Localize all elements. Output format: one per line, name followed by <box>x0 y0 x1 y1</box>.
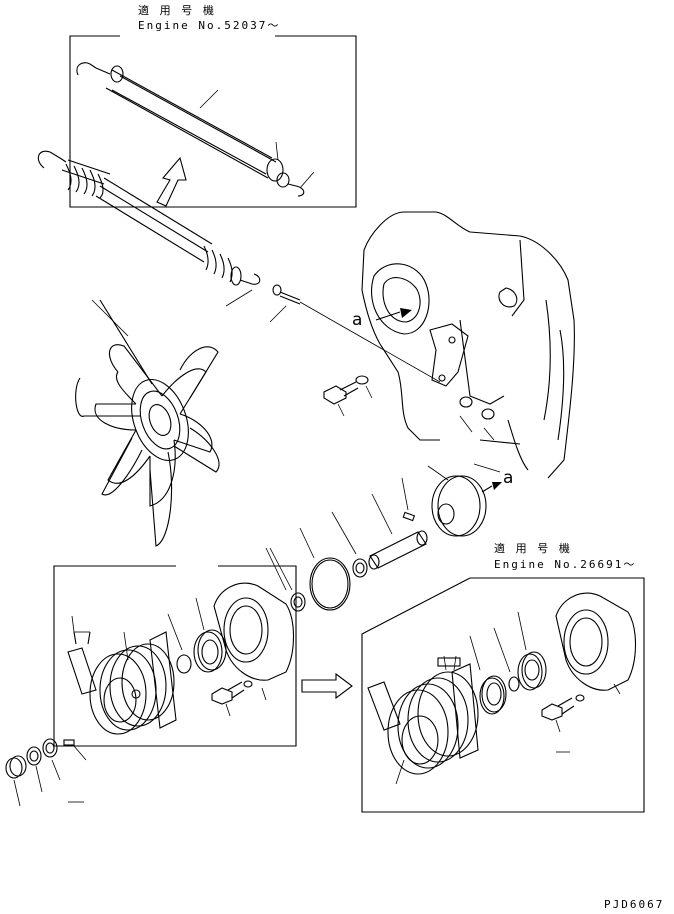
top-inset-box <box>69 35 357 208</box>
right-inset-engine-number: Engine No.26691～ <box>494 558 637 571</box>
bracket-bolt <box>323 375 373 417</box>
arrow-to-inset <box>156 156 187 207</box>
loose-washers <box>5 738 87 807</box>
view-marker-a-lower: a <box>503 468 514 488</box>
arrow-to-right-inset <box>301 672 353 700</box>
left-assembly-box <box>53 547 297 747</box>
inset-spring <box>76 62 315 197</box>
fan-spring <box>37 150 261 307</box>
engine-housing <box>361 211 575 479</box>
shaft <box>368 493 428 570</box>
view-marker-a-upper: a <box>352 310 363 330</box>
pin <box>401 477 416 522</box>
cooling-fan <box>75 299 220 547</box>
top-inset-engine-number: Engine No.52037～ <box>138 19 281 32</box>
idler-gear <box>427 463 502 537</box>
right-inset-applicability-label: 適 用 号 機 <box>494 542 572 555</box>
top-inset-applicability-label: 適 用 号 機 <box>138 4 216 17</box>
o-ring <box>269 511 368 612</box>
eye-bolt <box>269 284 441 383</box>
drawing-code: PJD6067 <box>604 898 665 911</box>
right-inset-box <box>361 577 645 813</box>
